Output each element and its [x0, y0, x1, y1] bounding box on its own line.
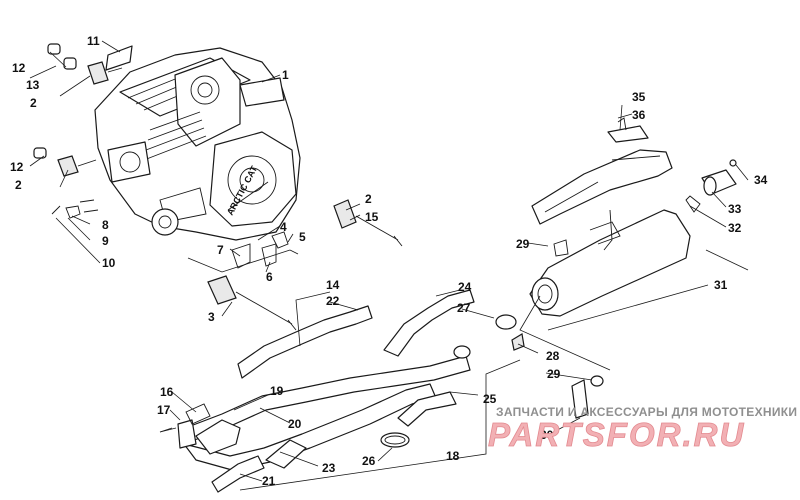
- watermark: ЗАПЧАСТИ И АКСЕССУАРЫ ДЛЯ МОТОТЕХНИКИ PA…: [488, 405, 797, 453]
- callout-35: 35: [632, 90, 646, 104]
- callout-29b: 29: [547, 367, 561, 381]
- callout-26: 26: [362, 454, 376, 468]
- callout-13: 13: [26, 78, 40, 92]
- callout-9: 9: [102, 234, 109, 248]
- engine-fasteners: [33, 43, 403, 331]
- callout-10: 10: [102, 256, 116, 270]
- callout-33: 33: [728, 202, 742, 216]
- watermark-tagline: ЗАПЧАСТИ И АКСЕССУАРЫ ДЛЯ МОТОТЕХНИКИ: [496, 405, 797, 419]
- callout-5: 5: [299, 230, 306, 244]
- exhaust-headers: [159, 289, 525, 493]
- callout-2c: 2: [365, 192, 372, 206]
- callout-19: 19: [270, 384, 284, 398]
- callout-8: 8: [102, 218, 109, 232]
- callout-14: 14: [326, 278, 340, 292]
- callout-7: 7: [217, 243, 224, 257]
- callout-12b: 12: [10, 160, 24, 174]
- callout-22: 22: [326, 294, 340, 308]
- muffler-assembly: [529, 117, 737, 419]
- callout-31: 31: [714, 278, 728, 292]
- callout-25: 25: [483, 392, 497, 406]
- callout-27: 27: [457, 301, 471, 315]
- callout-4: 4: [280, 220, 287, 234]
- callout-labels: 1 2 2 2 3 4 5 6 7 8 9 10 11 12 12 13 14 …: [10, 34, 768, 488]
- callout-12a: 12: [12, 61, 26, 75]
- callout-18: 18: [446, 449, 460, 463]
- callout-21: 21: [262, 474, 276, 488]
- callout-11: 11: [87, 34, 100, 48]
- callout-16: 16: [160, 385, 174, 399]
- callout-20: 20: [288, 417, 302, 431]
- callout-17: 17: [157, 403, 171, 417]
- callout-28: 28: [546, 349, 560, 363]
- callout-29a: 29: [516, 237, 530, 251]
- callout-24: 24: [458, 280, 472, 294]
- leader-lines: [29, 40, 749, 491]
- callout-36: 36: [632, 108, 646, 122]
- callout-1: 1: [282, 68, 289, 82]
- callout-2b: 2: [15, 178, 22, 192]
- engine-assembly: ARCTIC CAT: [94, 47, 301, 241]
- callout-6: 6: [266, 270, 273, 284]
- watermark-logo: PARTSFOR.RU: [488, 416, 745, 453]
- callout-2a: 2: [30, 96, 37, 110]
- callout-30: 30: [540, 428, 554, 442]
- callout-23: 23: [322, 461, 336, 475]
- callout-15: 15: [365, 210, 379, 224]
- callout-34: 34: [754, 173, 768, 187]
- callout-3: 3: [208, 310, 215, 324]
- callout-32: 32: [728, 221, 742, 235]
